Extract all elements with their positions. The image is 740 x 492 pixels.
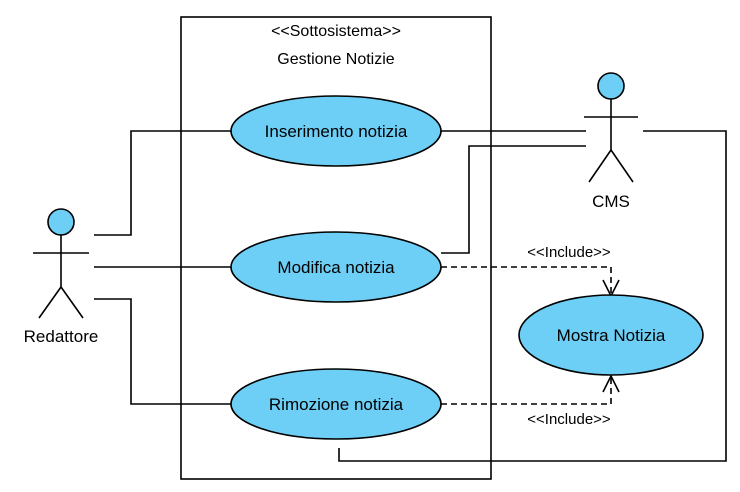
usecase-label: Modifica notizia [277,258,395,277]
actor-leg-right [610,149,634,183]
usecase-label: Rimozione notizia [269,395,404,414]
include-label-bottom: <<Include>> [527,411,611,428]
actor-label-cms: CMS [592,192,630,211]
actor-redattore[interactable]: Redattore [24,208,99,346]
actor-head [597,72,625,100]
usecase-ellipse [230,368,442,440]
actor-leg-right [60,286,84,319]
system-stereotype: <<Sottosistema>> [271,23,401,40]
actor-head [47,208,75,236]
usecase-mostra-notizia[interactable]: Mostra Notizia [518,294,704,376]
usecase-inserimento-notizia[interactable]: Inserimento notizia [230,95,442,167]
usecase-modifica-notizia[interactable]: Modifica notizia [230,231,442,303]
include-rimozione-mostra [441,378,612,405]
actor-leg-left [588,149,612,183]
usecase-label: Mostra Notizia [557,326,666,345]
system-name: Gestione Notizie [277,51,394,68]
usecase-ellipse [230,231,442,303]
include-arrowhead-bottom [602,374,620,393]
assoc-cms-rimozione [338,130,727,462]
usecase-rimozione-notizia[interactable]: Rimozione notizia [230,368,442,440]
usecase-ellipse [230,95,442,167]
actor-cms[interactable]: CMS [584,72,638,211]
assoc-redattore-rimozione [94,298,232,405]
actor-label-redattore: Redattore [24,327,99,346]
usecase-label: Inserimento notizia [265,122,408,141]
include-modifica-mostra [441,266,612,294]
assoc-cms-modifica [441,145,586,254]
include-label-top: <<Include>> [527,244,611,261]
usecase-ellipse [518,294,704,376]
actor-leg-left [38,286,62,319]
assoc-redattore-inserimento [94,130,232,236]
